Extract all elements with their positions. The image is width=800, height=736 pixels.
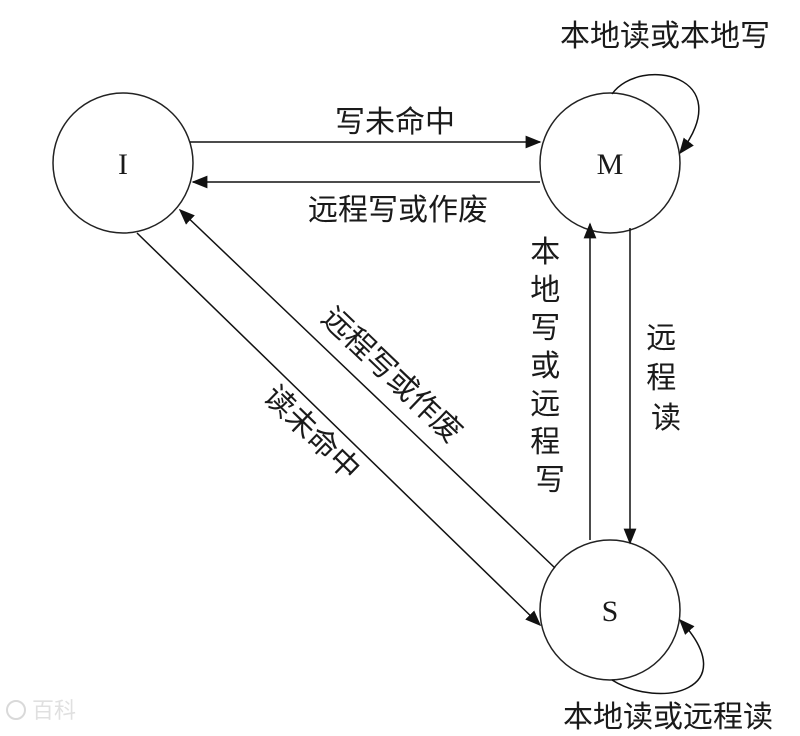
watermark: 百科 xyxy=(6,699,76,724)
state-i-label: I xyxy=(118,148,128,181)
state-i: I xyxy=(52,92,194,234)
edge-i-to-s xyxy=(136,232,542,627)
edge-s-to-i xyxy=(178,208,556,569)
state-s-label: S xyxy=(602,595,619,628)
edge-i-to-m-label: 写未命中 xyxy=(335,105,455,140)
edge-s-to-m-label: 本 地 写 或 远 程 写 xyxy=(530,235,570,498)
paw-logo-icon xyxy=(6,700,26,720)
edge-m-to-s-label: 远 程 读 xyxy=(646,321,686,436)
edge-i-to-s-label: 读未命中 xyxy=(256,379,366,488)
edge-s-self-loop xyxy=(611,618,705,695)
state-s: S xyxy=(539,539,681,681)
watermark-text: 百科 xyxy=(32,699,76,724)
edge-m-self-label: 本地读或本地写 xyxy=(560,19,770,54)
edge-m-self-loop xyxy=(611,73,700,155)
edge-s-self-label: 本地读或远程读 xyxy=(563,700,773,735)
state-m-label: M xyxy=(597,148,624,181)
state-m: M xyxy=(539,92,681,234)
edge-m-to-i-label: 远程写或作废 xyxy=(308,193,488,228)
